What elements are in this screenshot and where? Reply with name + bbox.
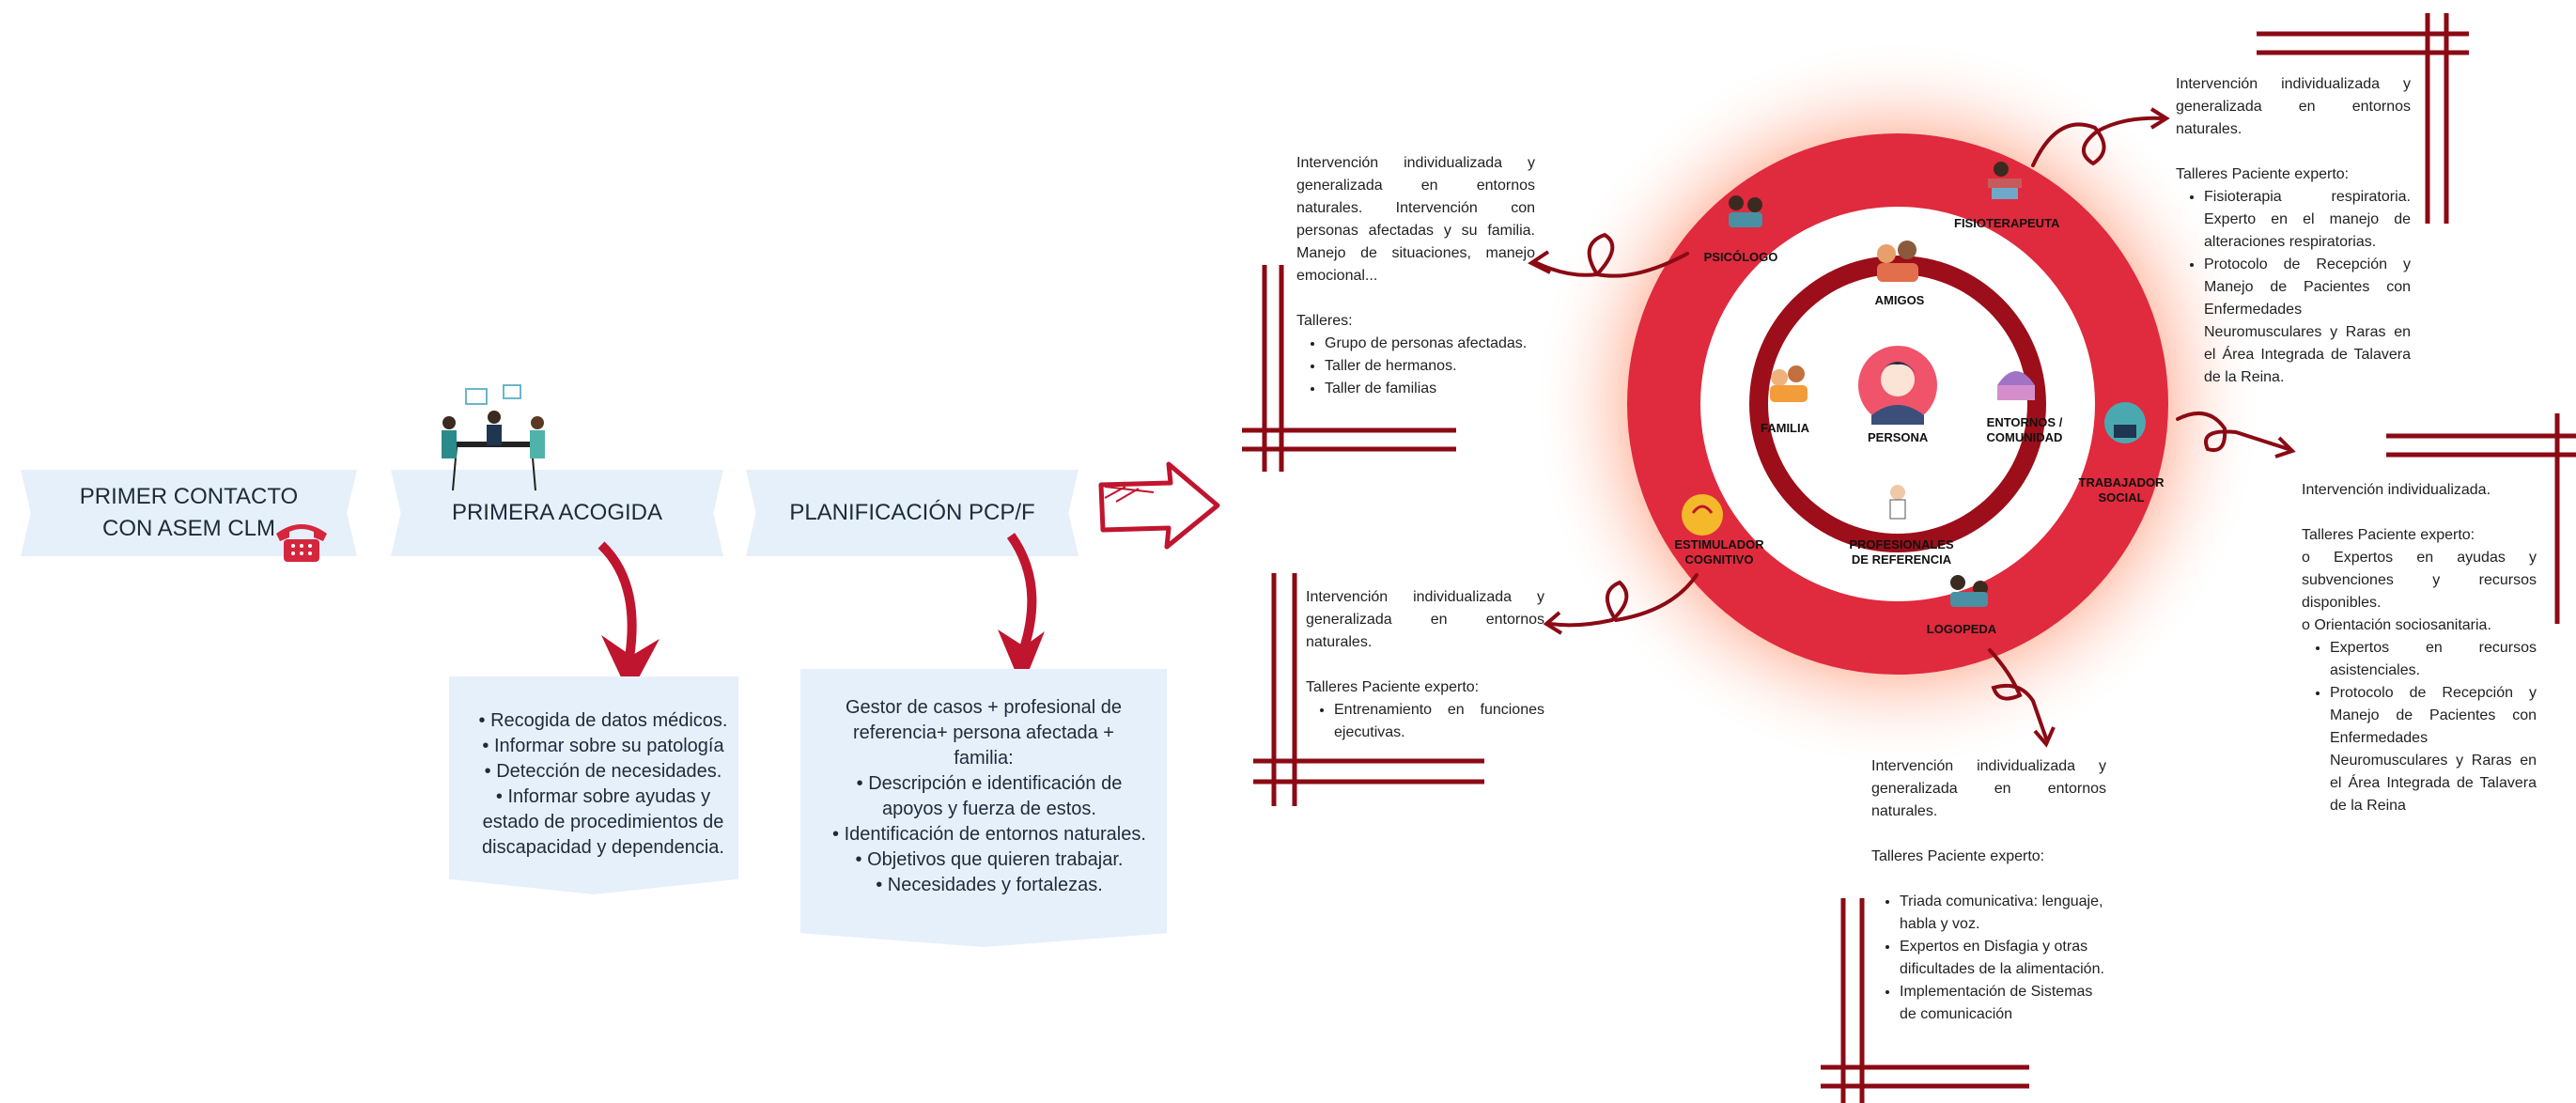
label-trabajador-social: TRABAJADOR SOCIAL (2078, 475, 2165, 505)
fisio-talleres-list: Fisioterapia respiratoria. Experto en el… (2176, 186, 2411, 389)
label-profesionales: PROFESIONALES DE REFERENCIA (1849, 537, 1954, 567)
planificacion-list: Descripción e identificación de apoyos y… (800, 771, 1167, 898)
estimulador-list: Entrenamiento en funciones ejecutivas. (1306, 699, 1544, 744)
label-estimulador: ESTIMULADOR COGNITIVO (1674, 537, 1764, 567)
psicologo-talleres-list: Grupo de personas afectadas. Taller de h… (1296, 333, 1535, 400)
ecosystem-circle (1531, 38, 2264, 770)
psicologo-talleres-title: Talleres: (1296, 313, 1353, 329)
estimulador-talleres-title: Talleres Paciente experto: (1306, 679, 1480, 695)
step-primer-contacto-label: PRIMER CONTACTO CON ASEM CLM (79, 484, 299, 541)
label-logopeda: LOGOPEDA (1926, 622, 1997, 636)
label-fisioterapeuta: FISIOTERAPEUTA (1954, 216, 2060, 230)
step-primera-acogida-label: PRIMERA ACOGIDA (451, 500, 663, 525)
list-item: Taller de hermanos. (1325, 355, 1535, 378)
list-item: Fisioterapia respiratoria. Experto en el… (2204, 186, 2411, 254)
list-item: Recogida de datos médicos. (475, 708, 731, 734)
trabajador-option-1: o Expertos en ayudas y subvenciones y re… (2302, 550, 2537, 611)
label-familia: FAMILIA (1761, 421, 1809, 435)
label-amigos: AMIGOS (1874, 293, 1925, 307)
logopeda-list: Triada comunicativa: lenguaje, habla y v… (1871, 891, 2106, 1026)
label-persona: PERSONA (1868, 430, 1929, 444)
list-item: Taller de familias (1325, 378, 1535, 400)
list-item: Grupo de personas afectadas. (1325, 333, 1535, 355)
acogida-details-box: Recogida de datos médicos. Informar sobr… (449, 676, 738, 894)
right-arrow-icon (1098, 461, 1220, 550)
logopeda-icon (1950, 575, 1988, 607)
amigos-icon (1877, 241, 1918, 282)
fisio-talleres-title: Talleres Paciente experto: (2176, 166, 2350, 182)
list-item: Detección de necesidades. (475, 759, 731, 785)
trabajador-option-2: o Orientación sociosanitaria. (2302, 617, 2491, 633)
list-item: Informar sobre ayudas y estado de proced… (475, 785, 731, 861)
acogida-list: Recogida de datos médicos. Informar sobr… (449, 676, 738, 861)
psicologo-description: Intervención individualizada y generaliz… (1296, 155, 1535, 284)
telephone-icon (276, 524, 327, 562)
list-item: Entrenamiento en funciones ejecutivas. (1334, 699, 1544, 744)
list-item: Implementación de Sistemas de comunicaci… (1900, 981, 2106, 1026)
fisioterapeuta-text: Intervención individualizada y generaliz… (2176, 73, 2411, 389)
estimulador-text: Intervención individualizada y generaliz… (1306, 586, 1544, 744)
entornos-icon (1997, 371, 2035, 400)
list-item: Necesidades y fortalezas. (829, 873, 1150, 898)
list-item: Protocolo de Recepción y Manejo de Pacie… (2330, 682, 2537, 817)
list-item: Triada comunicativa: lenguaje, habla y v… (1900, 891, 2106, 936)
label-psicologo: PSICÓLOGO (1703, 250, 1778, 264)
estimulador-description: Intervención individualizada y generaliz… (1306, 589, 1544, 650)
trabajador-talleres-title: Talleres Paciente experto: (2302, 527, 2475, 543)
trabajador-list: Expertos en recursos asistenciales. Prot… (2302, 637, 2537, 817)
list-item: Descripción e identificación de apoyos y… (829, 771, 1150, 822)
step-planificacion-label: PLANIFICACIÓN PCP/F (789, 500, 1035, 525)
label-entornos: ENTORNOS / COMUNIDAD (1986, 415, 2063, 444)
psicologo-text: Intervención individualizada y generaliz… (1296, 152, 1535, 400)
fisioterapeuta-icon (1988, 162, 2022, 199)
trabajador-social-icon (2104, 402, 2146, 443)
list-item: Expertos en Disfagia y otras dificultade… (1900, 936, 2106, 981)
list-item: Identificación de entornos naturales. (829, 822, 1150, 847)
down-arrow-planificacion-icon (998, 533, 1045, 688)
logopeda-text: Intervención individualizada y generaliz… (1871, 755, 2106, 1026)
fisio-description: Intervención individualizada y generaliz… (2176, 76, 2411, 137)
step-primer-contacto: PRIMER CONTACTO CON ASEM CLM (21, 470, 357, 556)
trabajador-social-text: Intervención individualizada. Talleres P… (2302, 479, 2537, 817)
list-item: Expertos en recursos asistenciales. (2330, 637, 2537, 682)
meeting-illustration-icon (442, 384, 545, 491)
logopeda-description: Intervención individualizada y generaliz… (1871, 758, 2106, 819)
step-planificacion: PLANIFICACIÓN PCP/F (746, 470, 1079, 556)
down-arrow-acogida-icon (597, 541, 660, 695)
familia-icon (1770, 365, 1808, 402)
trabajador-description: Intervención individualizada. (2302, 482, 2491, 498)
planificacion-intro: Gestor de casos + profesional de referen… (845, 697, 1123, 769)
list-item: Objetivos que quieren trabajar. (829, 847, 1150, 873)
profesionales-icon (1889, 485, 1906, 520)
estimulador-cognitivo-icon (1682, 494, 1723, 536)
step-primera-acogida: PRIMERA ACOGIDA (391, 470, 723, 556)
psicologo-icon (1729, 195, 1762, 227)
list-item: Protocolo de Recepción y Manejo de Pacie… (2204, 254, 2411, 389)
logopeda-talleres-title: Talleres Paciente experto: (1871, 848, 2045, 864)
list-item: Informar sobre su patología (475, 734, 731, 759)
planificacion-details-box: Gestor de casos + profesional de referen… (800, 669, 1167, 947)
